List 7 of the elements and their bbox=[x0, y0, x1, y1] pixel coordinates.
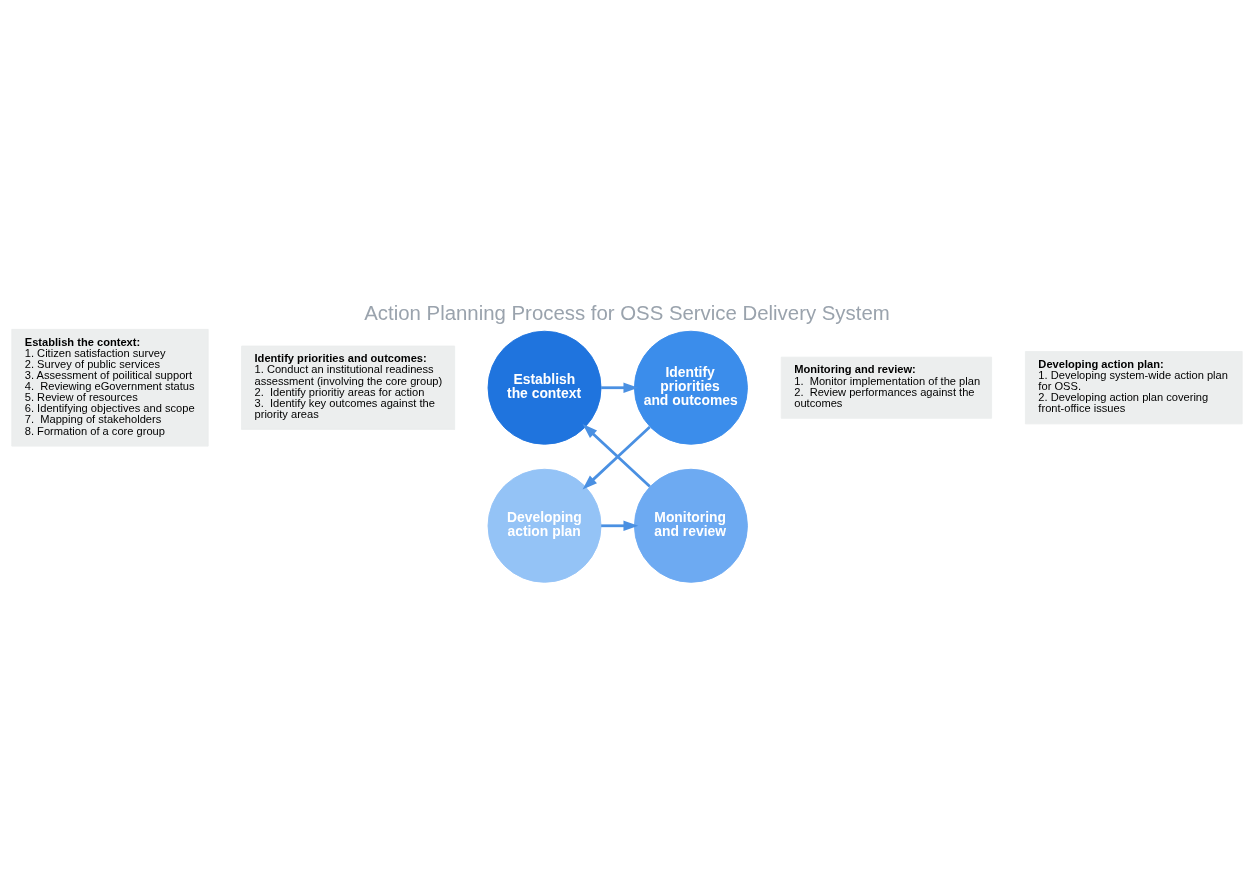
node-circle: Identify priorities and outcomes bbox=[633, 330, 748, 445]
diagram-title: Action Planning Process for OSS Service Delivery System bbox=[364, 301, 890, 324]
node-circle: Establish the context bbox=[487, 330, 602, 445]
node-circle: Developing action plan bbox=[487, 468, 602, 583]
arrow bbox=[601, 520, 639, 531]
arrow bbox=[601, 382, 639, 393]
node-circle: Monitoring and review bbox=[633, 468, 748, 583]
